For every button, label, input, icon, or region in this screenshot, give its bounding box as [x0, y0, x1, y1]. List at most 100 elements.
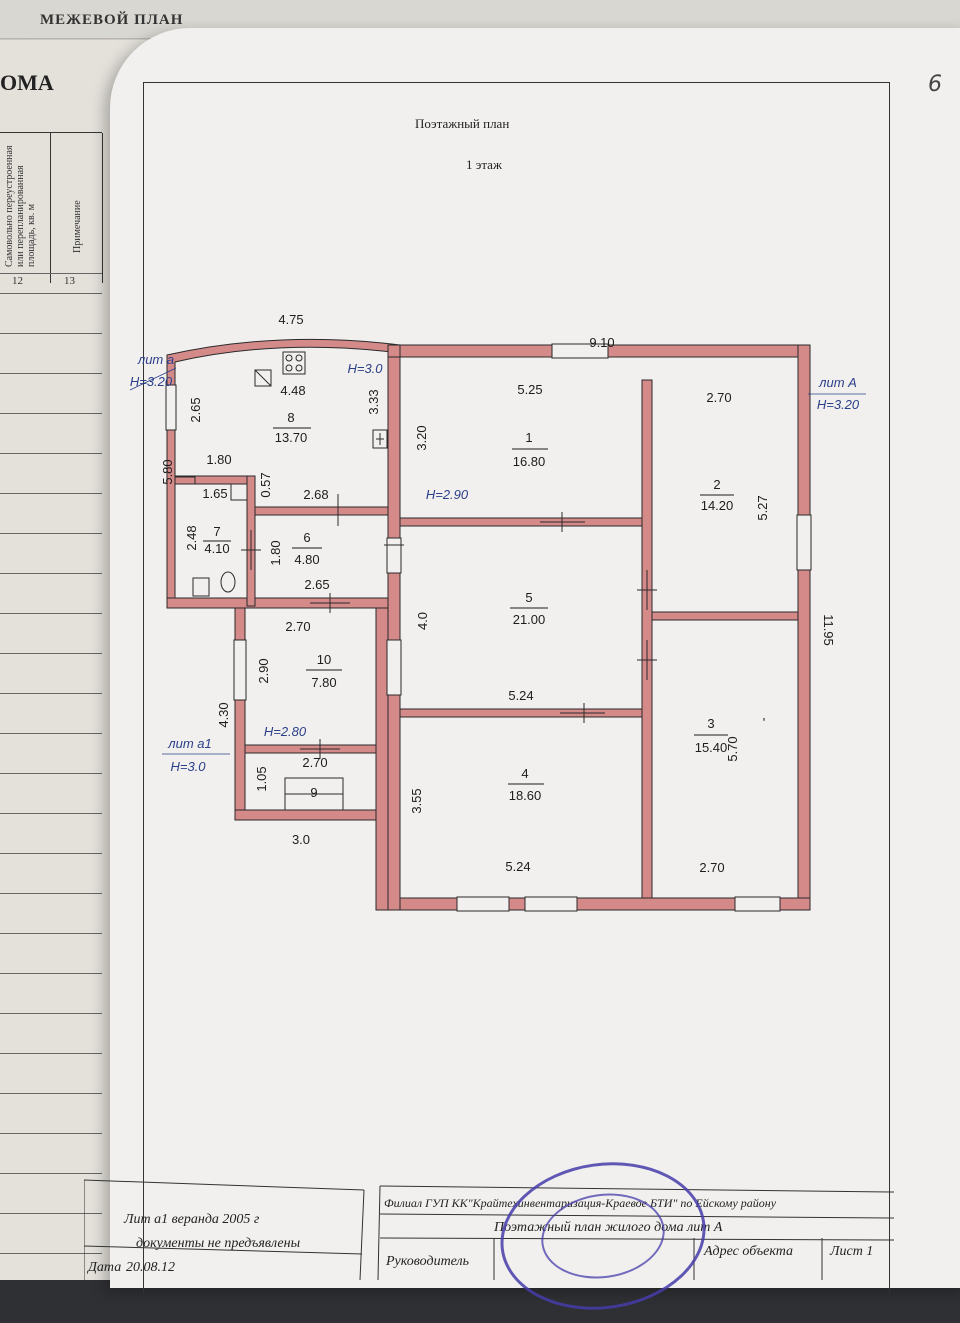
dim-2-68: 2.68 — [303, 487, 328, 502]
heights: лит а Н=3.20 Н=3.0 лит А Н=3.20 Н=2.90 Н… — [129, 352, 866, 774]
handwritten-page-number: 6 — [928, 72, 942, 97]
date-label: Дата — [88, 1260, 122, 1275]
official-seal-inner — [535, 1185, 671, 1287]
dim-2-70-top: 2.70 — [706, 390, 731, 405]
window-bottom-4b — [524, 896, 578, 912]
room-3-area: 15.40 — [695, 740, 728, 755]
dim-1-65: 1.65 — [202, 486, 227, 501]
title-block-grid — [84, 1179, 894, 1280]
dim-4-0: 4.0 — [415, 612, 430, 630]
veranda-height: Н=2.80 — [264, 724, 307, 739]
window-right-2 — [796, 514, 812, 571]
dim-5-24-b: 5.24 — [505, 859, 530, 874]
room-6-num: 6 — [303, 530, 310, 545]
room-6-area: 4.80 — [294, 552, 319, 567]
dim-2-48: 2.48 — [184, 525, 199, 550]
room-numbers: 1 16.80 2 14.20 3 15.40 4 18.60 5 21.00 … — [204, 410, 733, 803]
room-4-num: 4 — [521, 766, 528, 781]
room-5-num: 5 — [525, 590, 532, 605]
windows — [165, 343, 812, 912]
tick-mark: ' — [763, 715, 765, 730]
heater-icon — [372, 429, 388, 449]
dim-5-24-a: 5.24 — [508, 688, 533, 703]
dim-1-80-a: 1.80 — [206, 452, 231, 467]
dim-2-70-c: 2.70 — [302, 755, 327, 770]
room-2-area: 14.20 — [701, 498, 734, 513]
room-7-num: 7 — [213, 524, 220, 539]
wall-outer-left-block — [166, 338, 401, 607]
dim-0-57: 0.57 — [258, 472, 273, 497]
window-top-1 — [551, 343, 609, 359]
dim-3-20: 3.20 — [414, 425, 429, 450]
head-label: Руководитель — [386, 1254, 470, 1269]
main-page — [110, 28, 960, 1288]
wall-house-right — [797, 344, 811, 911]
dim-4-75: 4.75 — [278, 312, 303, 327]
dim-9-10: 9.10 — [589, 335, 614, 350]
window-house-left-5b — [386, 639, 402, 696]
wall-veranda-right — [375, 607, 389, 911]
dim-2-65-left: 2.65 — [188, 397, 203, 422]
left-col-12: Самовольно переустроенная или перепланир… — [0, 133, 51, 287]
walls — [166, 338, 811, 911]
dim-3-33: 3.33 — [366, 389, 381, 414]
room-5-area: 21.00 — [513, 612, 546, 627]
floor-plan: 1 16.80 2 14.20 3 15.40 4 18.60 5 21.00 … — [129, 312, 866, 912]
left-page-table: Самовольно переустроенная или перепланир… — [0, 132, 103, 1313]
toilet-icon — [220, 571, 236, 593]
washbasin-icon — [230, 483, 248, 501]
dim-2-70-b: 2.70 — [285, 619, 310, 634]
area-underlines — [203, 427, 734, 785]
plan-subtitle: 1 этаж — [466, 157, 502, 172]
bath-heater-icon — [192, 577, 210, 597]
wall-1-5 — [399, 517, 649, 527]
dim-2-65-b: 2.65 — [304, 577, 329, 592]
main-height: Н=2.90 — [426, 487, 469, 502]
fixtures — [192, 351, 388, 811]
address-label: Адрес объекта — [704, 1244, 794, 1259]
lit-a1-height: Н=3.0 — [170, 759, 206, 774]
dim-2-70-d: 2.70 — [699, 860, 724, 875]
wall-veranda-bottom — [234, 809, 381, 821]
room-9-num: 9 — [310, 785, 317, 800]
window-left-a — [165, 384, 177, 431]
document-title: Поэтажный план жилого дома лит А — [494, 1220, 723, 1235]
dim-4-48: 4.48 — [280, 383, 305, 398]
left-col-12-number: 12 — [12, 275, 23, 287]
lit-a1-label: лит а1 — [167, 736, 211, 751]
window-bottom-4a — [456, 896, 510, 912]
plan-title: Поэтажный план — [415, 116, 510, 131]
dim-4-30: 4.30 — [216, 702, 231, 727]
docs-note: документы не предъявлены — [136, 1236, 301, 1251]
lit-a-label: лит а — [137, 352, 174, 367]
dim-5-80: 5.80 — [160, 459, 175, 484]
room-8-num: 8 — [287, 410, 294, 425]
title-block: Лит а1 веранда 2005 г документы не предъ… — [84, 1178, 894, 1280]
dim-2-90: 2.90 — [256, 658, 271, 683]
wall-2-3 — [651, 611, 799, 621]
left-col-13-number: 13 — [64, 275, 75, 287]
wall-house-left — [387, 356, 401, 911]
room-10-num: 10 — [317, 652, 331, 667]
wall-left-bottom — [166, 597, 389, 609]
dim-1-80-b: 1.80 — [268, 540, 283, 565]
room-1-area: 16.80 — [513, 454, 546, 469]
sheet-label: Лист 1 — [830, 1244, 874, 1259]
room-8-area: 13.70 — [275, 430, 308, 445]
doors — [241, 494, 657, 759]
room-10-area: 7.80 — [311, 675, 336, 690]
lit-A-label: лит А — [818, 375, 857, 390]
room-4-area: 18.60 — [509, 788, 542, 803]
room-7-area: 4.10 — [204, 541, 229, 556]
dim-1-05: 1.05 — [254, 766, 269, 791]
sink-icon — [254, 369, 272, 387]
dim-5-27: 5.27 — [755, 495, 770, 520]
room-1-num: 1 — [525, 430, 532, 445]
left-page-title: ОМА — [0, 70, 54, 95]
dimensions: 4.75 9.10 5.25 2.70 4.48 2.65 3.33 3.20 … — [160, 312, 836, 875]
window-bottom-3 — [734, 896, 781, 912]
left-col-13: Примечание 13 — [50, 133, 103, 287]
dim-3-55: 3.55 — [409, 788, 424, 813]
dim-5-70: 5.70 — [725, 736, 740, 761]
room-2-num: 2 — [713, 477, 720, 492]
